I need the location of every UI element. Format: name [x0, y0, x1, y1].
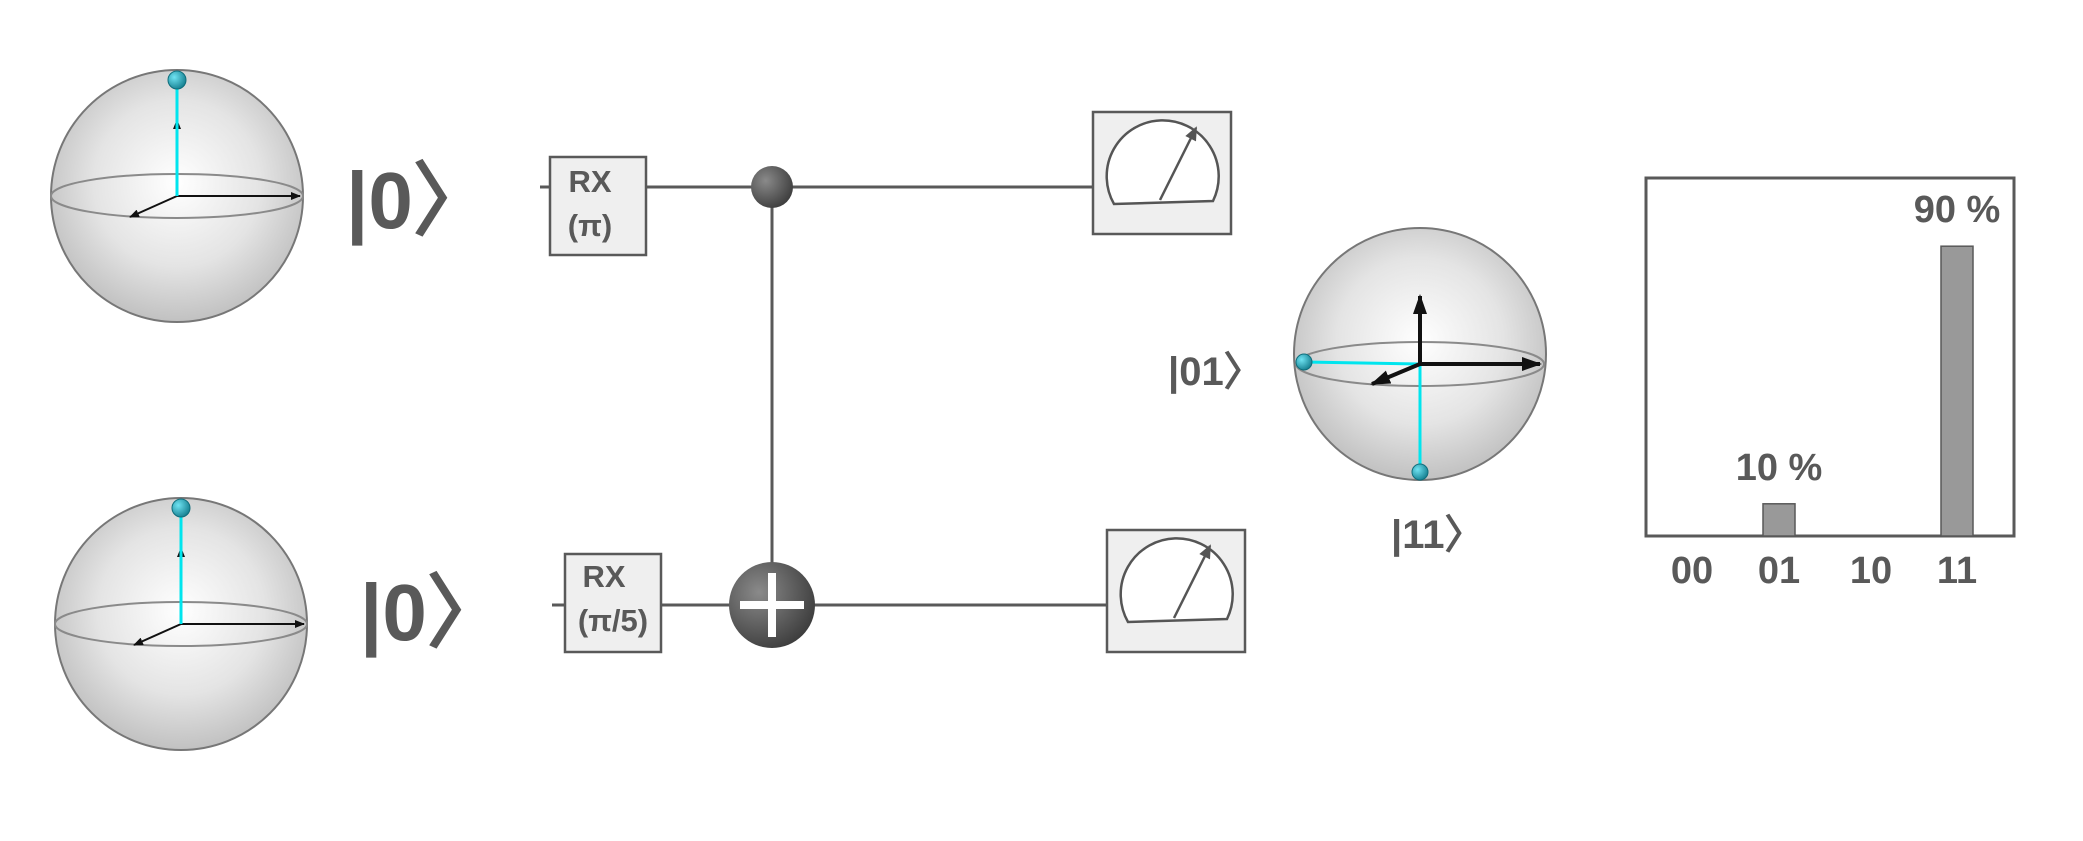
rx-gate-bottom-label: RX: [582, 559, 625, 594]
bloch-sphere-qubit-2: [54, 497, 308, 751]
state-point-11: [1411, 463, 1429, 481]
measurement-meter-bottom: [1105, 528, 1247, 654]
output-state-label-11: |11〉: [1391, 513, 1484, 557]
cnot-control-dot: [751, 166, 793, 208]
chart-bars: [1762, 245, 1974, 537]
state-point: [167, 70, 187, 90]
bar-11: [1940, 245, 1974, 537]
tick-label-11: 11: [1937, 550, 1977, 592]
state-point-01: [1295, 353, 1313, 371]
tick-label-00: 00: [1671, 550, 1713, 592]
bloch-sphere-output: [1293, 227, 1547, 481]
cnot-target: [729, 562, 815, 648]
rx-gate-bottom: RX (π/5): [563, 552, 663, 654]
state-vector-01: [1303, 360, 1421, 366]
tick-label-01: 01: [1758, 550, 1800, 592]
rx-gate-top: RX (π): [548, 155, 648, 257]
measurement-meter-top: [1091, 110, 1233, 236]
rx-gate-bottom-angle: (π/5): [578, 603, 648, 638]
bar-label-11: 90 %: [1914, 189, 2001, 231]
qubit-1-input-label: |0〉: [346, 156, 493, 246]
bar-01: [1762, 503, 1796, 537]
qubit-2-input-label: |0〉: [360, 568, 507, 658]
rx-gate-top-angle: (π): [568, 208, 612, 243]
probability-histogram: 10 % 90 % 00 01 10 11: [1644, 176, 2016, 592]
rx-gate-top-label: RX: [568, 164, 611, 199]
tick-label-10: 10: [1850, 550, 1892, 592]
output-state-label-01: |01〉: [1168, 350, 1264, 394]
bloch-sphere-qubit-1: [50, 69, 304, 323]
state-point: [171, 498, 191, 518]
chart-x-tick-labels: 00 01 10 11: [1671, 550, 1977, 592]
chart-data-labels: 10 % 90 %: [1736, 189, 2001, 489]
bar-label-01: 10 %: [1736, 447, 1823, 489]
